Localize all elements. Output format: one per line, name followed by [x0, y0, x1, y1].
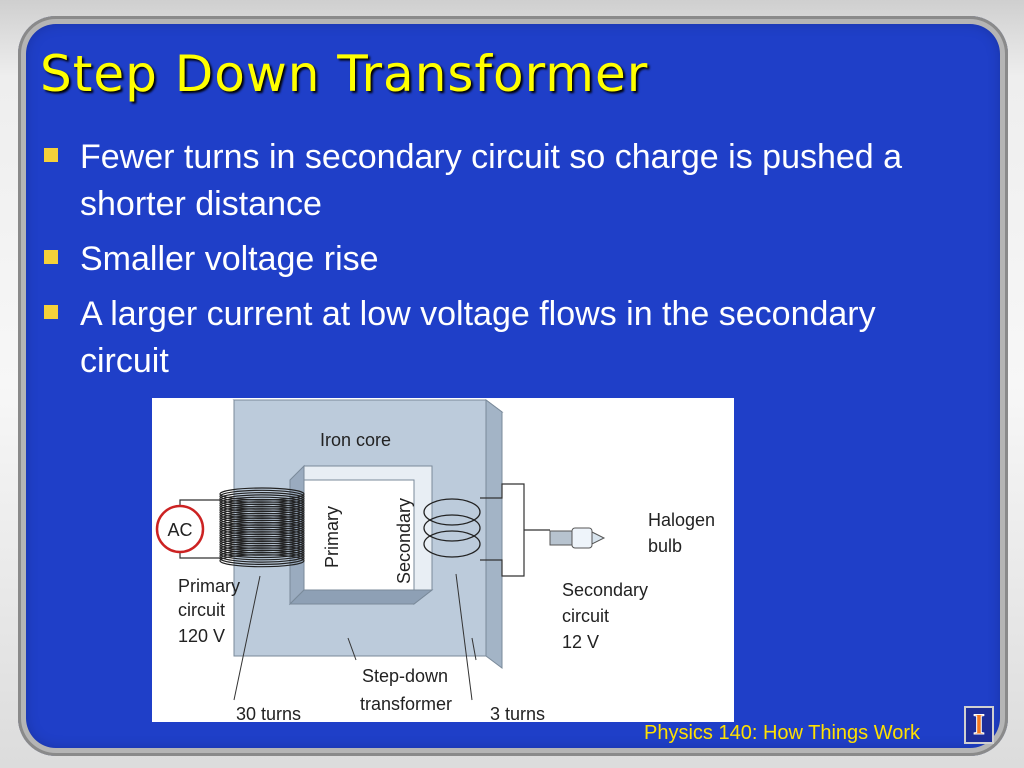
secondary-circuit-label: Secondary: [562, 580, 648, 600]
transformer-diagram: AC Iron core Primary Secondary Halogen b…: [152, 398, 734, 722]
iron-core-label: Iron core: [320, 430, 391, 450]
secondary-coil: [423, 498, 481, 558]
slide-title: Step Down Transformer: [40, 45, 649, 103]
iron-core-inner-bottom: [288, 589, 434, 605]
iron-core-side-face: [485, 399, 503, 669]
university-logo: I: [964, 706, 994, 744]
secondary-voltage-label: 12 V: [562, 632, 599, 652]
square-bullet-icon: [44, 305, 58, 319]
bullet-item: Smaller voltage rise: [40, 236, 920, 283]
primary-coil-turn: [219, 551, 305, 565]
primary-coil-label: Primary: [322, 506, 342, 568]
bullet-item: Fewer turns in secondary circuit so char…: [40, 134, 920, 228]
course-footer: Physics 140: How Things Work: [644, 722, 921, 744]
primary-coil-turn: [219, 549, 305, 563]
bullet-text: Fewer turns in secondary circuit so char…: [80, 138, 903, 223]
ac-label: AC: [167, 520, 192, 540]
halogen-bulb-label: Halogen: [648, 510, 715, 530]
halogen-bulb-icon: [549, 527, 606, 549]
transformer-label: Step-down: [362, 666, 448, 686]
logo-letter: I: [973, 708, 986, 741]
bullet-list: Fewer turns in secondary circuit so char…: [40, 134, 920, 393]
square-bullet-icon: [44, 148, 58, 162]
bullet-text: Smaller voltage rise: [80, 240, 379, 278]
primary-turns-label: 30 turns: [236, 704, 301, 722]
primary-circuit-label: circuit: [178, 600, 225, 620]
transformer-diagram-svg: AC Iron core Primary Secondary Halogen b…: [155, 399, 715, 722]
primary-turns-leader: [233, 575, 261, 701]
secondary-turns-label: 3 turns: [490, 704, 545, 722]
primary-coil-turn: [219, 544, 305, 559]
bullet-text: A larger current at low voltage flows in…: [80, 295, 876, 380]
primary-coil-turn: [219, 554, 305, 568]
ac-source-icon: [155, 504, 205, 554]
secondary-turns-leader: [455, 573, 473, 701]
primary-wire-top: [179, 499, 222, 506]
primary-circuit-label: Primary: [178, 576, 240, 596]
secondary-circuit-label: circuit: [562, 606, 609, 626]
bullet-item: A larger current at low voltage flows in…: [40, 291, 920, 385]
primary-voltage-label: 120 V: [178, 626, 225, 646]
primary-coil: [219, 487, 305, 568]
secondary-coil-label: Secondary: [394, 498, 414, 584]
primary-coil-turn: [219, 547, 305, 561]
transformer-leader: [347, 637, 357, 661]
square-bullet-icon: [44, 250, 58, 264]
halogen-bulb-label: bulb: [648, 536, 682, 556]
transformer-label: transformer: [360, 694, 452, 714]
transformer-leader: [471, 637, 477, 661]
